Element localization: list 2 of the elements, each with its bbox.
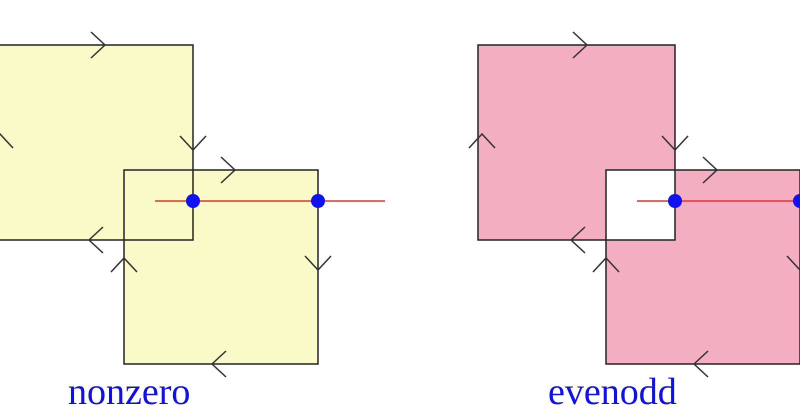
caption-text: evenodd — [548, 370, 677, 414]
caption-text: nonzero — [68, 370, 190, 414]
